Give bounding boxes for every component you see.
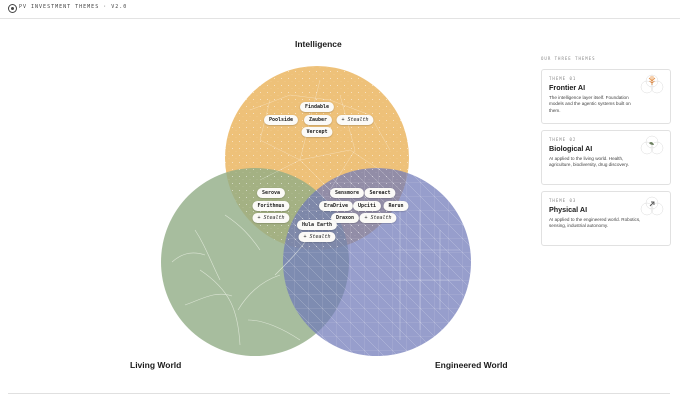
- set-label-intelligence: Intelligence: [295, 39, 342, 49]
- company-pill-stealth[interactable]: + Stealth: [359, 213, 397, 223]
- company-pill-poolside[interactable]: Poolside: [263, 115, 299, 125]
- company-pill-stealth[interactable]: + Stealth: [252, 213, 290, 223]
- company-pill-stealth[interactable]: + Stealth: [336, 115, 374, 125]
- company-pill-vercept[interactable]: Vercept: [301, 127, 333, 137]
- company-pill-zauber[interactable]: Zauber: [303, 115, 333, 125]
- theme-card-biological-ai[interactable]: THEME 02 Biological AI AI applied to the…: [541, 130, 671, 185]
- theme-title: Physical AI: [549, 205, 588, 214]
- company-pill-forithmus[interactable]: Forithmus: [252, 201, 290, 211]
- company-pill-hula-earth[interactable]: Hula Earth: [296, 220, 338, 230]
- company-pill-draxon[interactable]: Draxon: [330, 213, 360, 223]
- themes-caption: OUR THREE THEMES: [541, 56, 596, 61]
- leaf-icon: [640, 135, 664, 155]
- theme-description: AI applied to the engineered world. Robo…: [549, 217, 641, 229]
- theme-description: The intelligence layer itself. Foundatio…: [549, 95, 631, 113]
- living-texture: [171, 214, 311, 346]
- company-pill-stealth[interactable]: + Stealth: [298, 232, 336, 242]
- engineered-texture: [283, 168, 471, 356]
- theme-description: AI applied to the living world. Health, …: [549, 156, 629, 168]
- company-pill-sereact[interactable]: Sereact: [364, 188, 396, 198]
- theme-title: Frontier AI: [549, 83, 586, 92]
- company-pill-rerun[interactable]: Rerun: [383, 201, 409, 211]
- circuit-icon: [640, 196, 664, 216]
- pv-logo-icon: [8, 4, 17, 13]
- company-pill-serova[interactable]: Serova: [256, 188, 286, 198]
- set-label-living-world: Living World: [130, 360, 182, 370]
- app-title: PV INVESTMENT THEMES · V2.0: [19, 4, 128, 10]
- set-label-engineered-world: Engineered World: [435, 360, 508, 370]
- theme-number: THEME 02: [549, 137, 577, 142]
- theme-card-physical-ai[interactable]: THEME 03 Physical AI AI applied to the e…: [541, 191, 671, 246]
- company-pill-upciti[interactable]: Upciti: [352, 201, 382, 211]
- theme-number: THEME 03: [549, 198, 577, 203]
- company-pill-sensmore[interactable]: Sensmore: [329, 188, 365, 198]
- theme-title: Biological AI: [549, 144, 593, 153]
- brain-tree-icon: [640, 74, 664, 94]
- theme-card-frontier-ai[interactable]: THEME 01 Frontier AI The intelligence la…: [541, 69, 671, 124]
- theme-number: THEME 01: [549, 76, 577, 81]
- company-pill-findable[interactable]: Findable: [299, 102, 335, 112]
- bottom-divider: [8, 393, 670, 394]
- top-bar: PV INVESTMENT THEMES · V2.0: [0, 0, 680, 19]
- company-pill-eradrive[interactable]: EraDrive: [318, 201, 354, 211]
